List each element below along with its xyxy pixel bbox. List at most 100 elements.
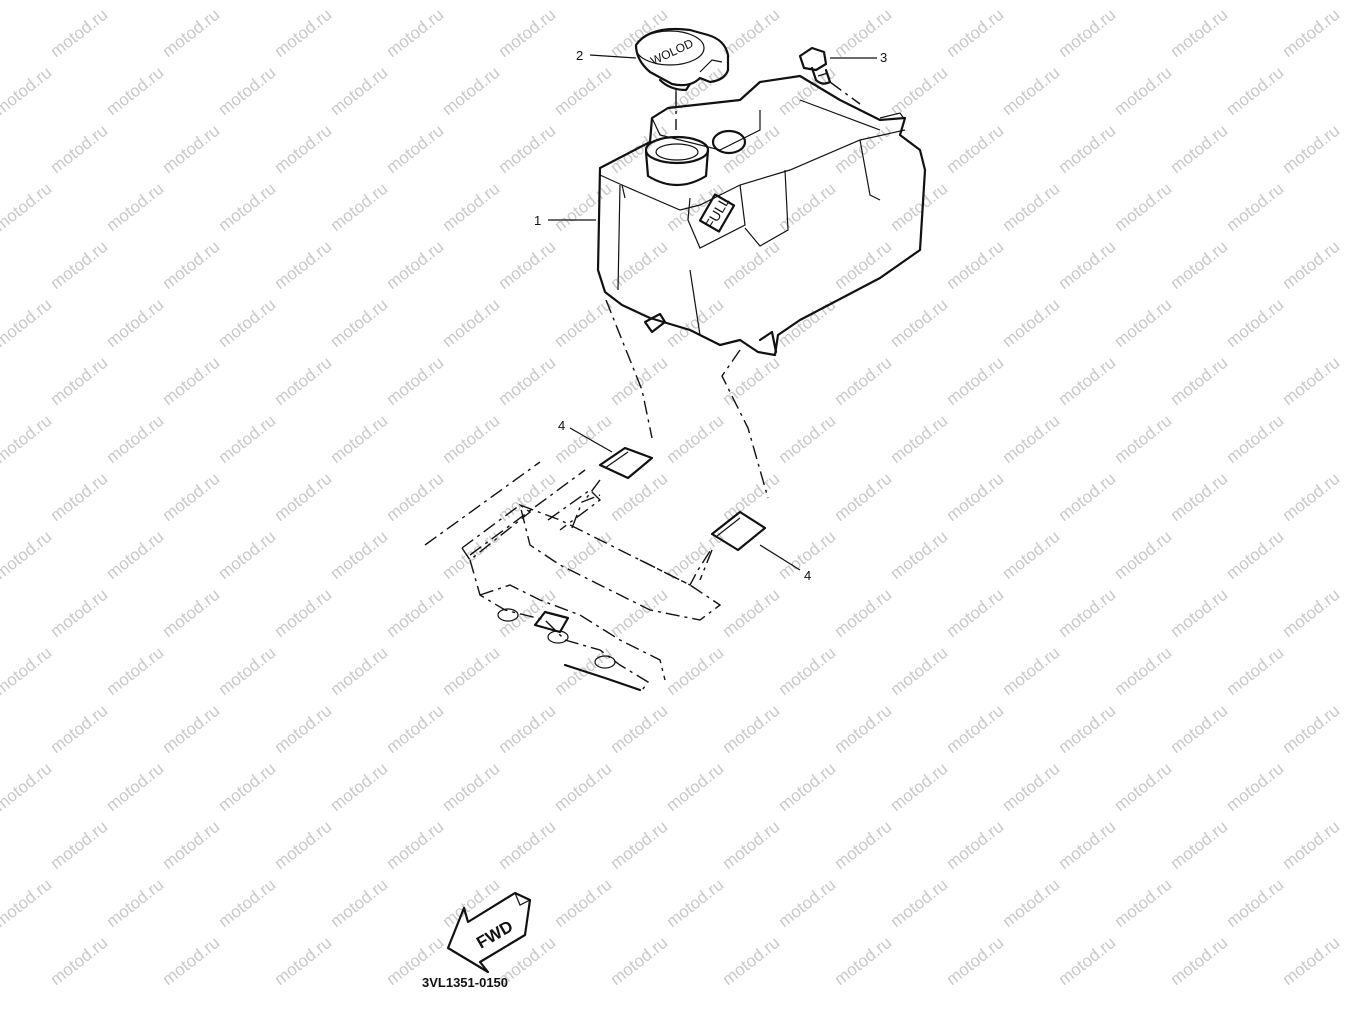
watermark-text: motod.ru xyxy=(159,237,224,293)
watermark-text: motod.ru xyxy=(271,353,336,409)
watermark-text: motod.ru xyxy=(271,933,336,989)
watermark-text: motod.ru xyxy=(1111,643,1176,699)
leader-lines xyxy=(548,54,877,571)
callout-3: 3 xyxy=(880,50,887,65)
watermark-text: motod.ru xyxy=(1167,353,1232,409)
watermark-text: motod.ru xyxy=(271,121,336,177)
watermark-text: motod.ru xyxy=(327,179,392,235)
watermark-text: motod.ru xyxy=(887,63,952,119)
reservoir-tank: FULL xyxy=(596,74,927,357)
watermark-text: motod.ru xyxy=(1279,933,1344,989)
watermark-text: motod.ru xyxy=(1111,179,1176,235)
watermark-text: motod.ru xyxy=(0,527,55,583)
watermark-text: motod.ru xyxy=(719,121,784,177)
watermark-text: motod.ru xyxy=(775,179,840,235)
watermark-text: motod.ru xyxy=(0,875,55,931)
watermark-text: motod.ru xyxy=(439,0,504,3)
watermark-text: motod.ru xyxy=(383,353,448,409)
watermark-text: motod.ru xyxy=(327,875,392,931)
watermark-text: motod.ru xyxy=(159,701,224,757)
watermark-text: motod.ru xyxy=(327,411,392,467)
watermark-text: motod.ru xyxy=(1223,179,1288,235)
watermark-text: motod.ru xyxy=(1055,701,1120,757)
watermark-text: motod.ru xyxy=(999,759,1064,815)
watermark-text: motod.ru xyxy=(1167,5,1232,61)
watermark-text: motod.ru xyxy=(1279,121,1344,177)
watermark-text: motod.ru xyxy=(887,527,952,583)
watermark-text: motod.ru xyxy=(103,411,168,467)
callout-1: 1 xyxy=(534,213,541,228)
watermark-text: motod.ru xyxy=(1279,469,1344,525)
watermark-text: motod.ru xyxy=(327,527,392,583)
watermark-text: motod.ru xyxy=(1223,411,1288,467)
watermark-text: motod.ru xyxy=(439,759,504,815)
watermark-text: motod.ru xyxy=(1111,527,1176,583)
callout-4a: 4 xyxy=(558,418,565,433)
watermark-text: motod.ru xyxy=(327,0,392,3)
watermark-text: motod.ru xyxy=(1223,0,1288,3)
watermark-text: motod.ru xyxy=(1223,875,1288,931)
watermark-text: motod.ru xyxy=(775,411,840,467)
watermark-text: motod.ru xyxy=(103,875,168,931)
watermark-text: motod.ru xyxy=(1055,469,1120,525)
watermark-text: motod.ru xyxy=(831,933,896,989)
watermark-text: motod.ru xyxy=(943,121,1008,177)
watermark-text: motod.ru xyxy=(0,63,55,119)
watermark-text: motod.ru xyxy=(607,701,672,757)
watermark-text: motod.ru xyxy=(663,0,728,3)
watermark-text: motod.ru xyxy=(215,527,280,583)
watermark-text: motod.ru xyxy=(1055,5,1120,61)
connector-pad-a-down xyxy=(584,479,601,501)
watermark-text: motod.ru xyxy=(551,759,616,815)
watermark-text: motod.ru xyxy=(327,643,392,699)
watermark-text: motod.ru xyxy=(383,121,448,177)
watermark-text: motod.ru xyxy=(607,237,672,293)
watermark-text: motod.ru xyxy=(1223,643,1288,699)
watermark-text: motod.ru xyxy=(1223,527,1288,583)
watermark-text: motod.ru xyxy=(1111,411,1176,467)
watermark-text: motod.ru xyxy=(159,817,224,873)
watermark-text: motod.ru xyxy=(943,817,1008,873)
watermark-text: motod.ru xyxy=(1167,701,1232,757)
watermark-text: motod.ru xyxy=(215,63,280,119)
watermark-text: motod.ru xyxy=(327,63,392,119)
watermark-text: motod.ru xyxy=(1279,817,1344,873)
watermark-text: motod.ru xyxy=(663,643,728,699)
watermark-text: motod.ru xyxy=(495,121,560,177)
watermark-text: motod.ru xyxy=(1055,817,1120,873)
watermark-text: motod.ru xyxy=(47,237,112,293)
watermark-text: motod.ru xyxy=(103,759,168,815)
watermark-text: motod.ru xyxy=(551,63,616,119)
watermark-text: motod.ru xyxy=(439,179,504,235)
watermark-text: motod.ru xyxy=(1055,121,1120,177)
damper-pad-b xyxy=(710,510,767,552)
watermark-text: motod.ru xyxy=(0,0,55,3)
watermark-text: motod.ru xyxy=(999,527,1064,583)
fwd-label: FWD xyxy=(473,917,516,953)
watermark-text: motod.ru xyxy=(495,237,560,293)
watermark-text: motod.ru xyxy=(271,817,336,873)
watermark-text: motod.ru xyxy=(831,353,896,409)
watermark-text: motod.ru xyxy=(47,121,112,177)
watermark-text: motod.ru xyxy=(943,933,1008,989)
watermark-text: motod.ru xyxy=(1111,875,1176,931)
watermark-text: motod.ru xyxy=(1055,585,1120,641)
watermark-text: motod.ru xyxy=(607,121,672,177)
watermark-text: motod.ru xyxy=(383,817,448,873)
watermark-text: motod.ru xyxy=(103,63,168,119)
watermark-text: motod.ru xyxy=(495,5,560,61)
watermark-text: motod.ru xyxy=(943,353,1008,409)
watermark-text: motod.ru xyxy=(1279,701,1344,757)
watermark-text: motod.ru xyxy=(215,0,280,3)
watermark-text: motod.ru xyxy=(775,643,840,699)
frame-bracket xyxy=(424,461,722,694)
watermark-text: motod.ru xyxy=(1279,585,1344,641)
bolt xyxy=(798,46,861,105)
watermark-text: motod.ru xyxy=(831,817,896,873)
diagram-code: 3VL1351-0150 xyxy=(422,975,508,990)
watermark-text: motod.ru xyxy=(47,469,112,525)
watermark-text: motod.ru xyxy=(103,0,168,3)
watermark-text: motod.ru xyxy=(663,875,728,931)
connector-left xyxy=(605,299,653,439)
